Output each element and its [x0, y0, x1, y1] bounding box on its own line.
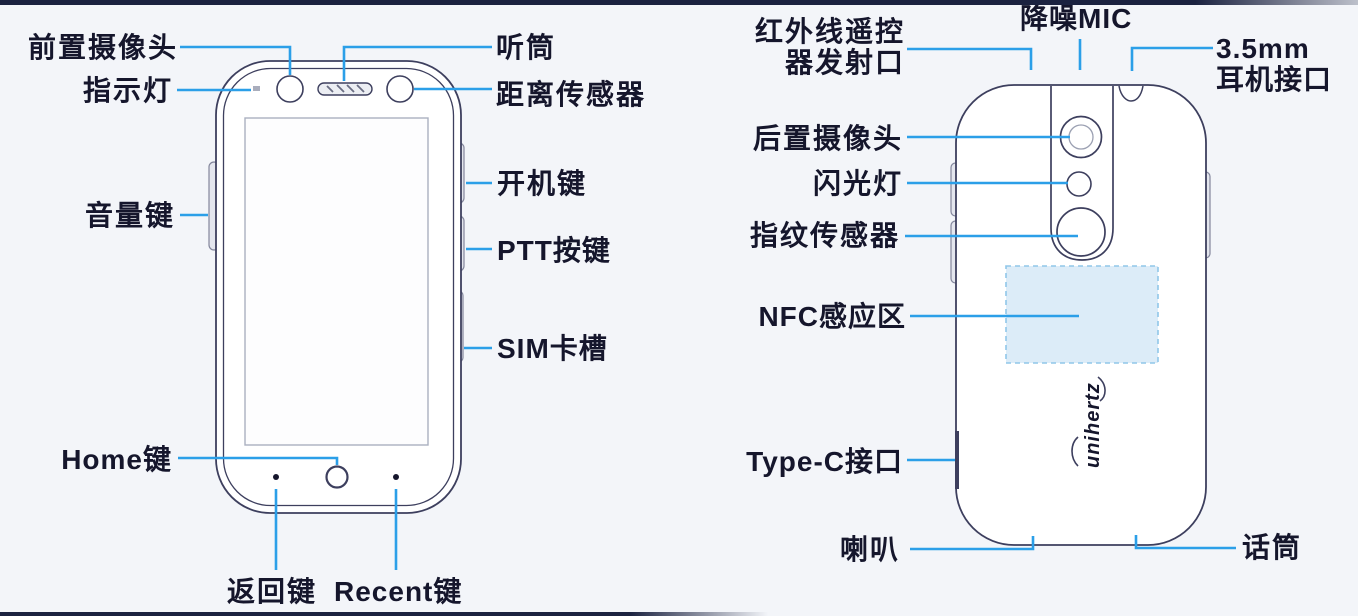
nfc-area-shape [1005, 265, 1159, 364]
label-speaker: 喇叭 [839, 534, 900, 565]
label-rear-camera: 后置摄像头 [752, 123, 903, 154]
unihertz-logo-text: unihertz [1082, 382, 1104, 468]
headphone-jack-shape [1118, 85, 1144, 102]
label-microphone: 话筒 [1242, 532, 1303, 563]
home-key-shape [325, 465, 349, 489]
leader-home-key [178, 456, 339, 465]
leader-front-camera [180, 45, 292, 75]
label-back-key: 返回键 [227, 576, 318, 607]
label-type-c-port: Type-C接口 [746, 446, 903, 477]
proximity-sensor-shape [386, 75, 414, 103]
label-noise-mic: 降噪MIC [1020, 3, 1133, 34]
back-key-dot [273, 474, 279, 480]
leader-earpiece [342, 45, 492, 81]
back-phone: unihertz [950, 84, 1211, 546]
label-home-key: Home键 [61, 444, 172, 475]
label-nfc-area: NFC感应区 [758, 301, 906, 332]
fingerprint-sensor-shape [1056, 207, 1106, 257]
label-volume-key: 音量键 [84, 200, 175, 231]
label-headphone-jack-line1: 3.5mm [1216, 33, 1310, 64]
label-proximity-sensor: 距离传感器 [496, 79, 647, 110]
front-camera-shape [276, 75, 304, 103]
indicator-light-dot [253, 86, 260, 91]
label-fingerprint-sensor: 指纹传感器 [749, 220, 900, 251]
leader-microphone [1134, 535, 1236, 550]
label-indicator-light: 指示灯 [82, 75, 173, 106]
label-ir-blaster-line1: 红外线遥控 [754, 16, 905, 47]
label-earpiece: 听筒 [496, 32, 557, 63]
unihertz-logo: unihertz [1071, 376, 1106, 468]
bottom-edge-bar [0, 612, 768, 616]
label-headphone-jack: 3.5mm 耳机接口 [1216, 33, 1332, 95]
earpiece-shape [317, 82, 373, 96]
label-ptt-key: PTT按键 [497, 235, 611, 266]
screen [244, 117, 429, 446]
unihertz-logo-swoosh-right [1097, 376, 1106, 402]
front-phone-inner-outline [222, 67, 455, 507]
label-front-camera: 前置摄像头 [27, 32, 178, 63]
label-power-key: 开机键 [497, 168, 588, 199]
label-ir-blaster-line2: 器发射口 [784, 47, 905, 78]
label-ir-blaster: 红外线遥控 器发射口 [755, 16, 905, 78]
top-edge-bar [0, 0, 1358, 5]
label-recent-key: Recent键 [334, 576, 463, 607]
leader-headphone-jack [1130, 46, 1213, 71]
leader-lines [177, 39, 1236, 570]
label-headphone-jack-line2: 耳机接口 [1216, 64, 1333, 95]
label-flash: 闪光灯 [812, 168, 903, 199]
leader-speaker [910, 536, 1035, 551]
front-phone [208, 60, 465, 514]
recent-key-dot [393, 474, 399, 480]
leader-ir-blaster [907, 47, 1033, 70]
label-sim-slot: SIM卡槽 [497, 333, 608, 364]
unihertz-logo-swoosh-left [1071, 436, 1079, 467]
